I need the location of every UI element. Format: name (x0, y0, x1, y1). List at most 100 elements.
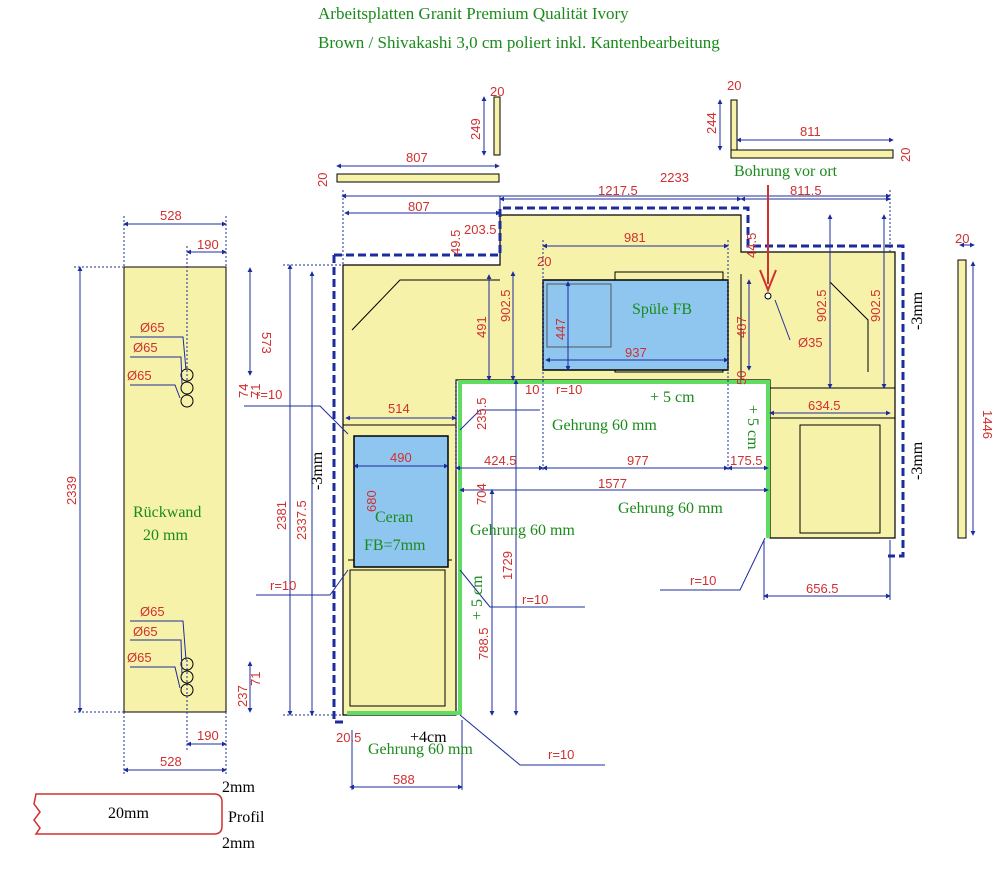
mitre-label-bottom: Gehrung 60 mm (368, 741, 473, 758)
strip-right-vertical (957, 259, 967, 539)
dim-text: r=10 (522, 592, 548, 607)
dim-text: 902.5 (814, 289, 829, 322)
dim-text: 20 (537, 254, 551, 269)
dim-text: Ø65 (133, 340, 158, 355)
strip-top-right (730, 149, 894, 159)
dim-text: 902.5 (868, 289, 883, 322)
dim-text: 74 (236, 384, 251, 398)
strip-vertical-small-right (730, 99, 738, 153)
drill-arrow-head (759, 269, 777, 293)
dim-text: 50 (734, 371, 749, 385)
dim-text: 514 (388, 401, 410, 416)
drawing-title-line-2: Brown / Shivakashi 3,0 cm poliert inkl. … (318, 33, 720, 52)
dim-text: 981 (624, 230, 646, 245)
dim-text: r=10 (548, 747, 574, 762)
profile-2mm-top: 2mm (222, 779, 255, 796)
dim-text: 704 (474, 483, 489, 505)
dim-text: 656.5 (806, 581, 839, 596)
extension-lines (74, 190, 891, 775)
profile-thickness: 20mm (108, 805, 149, 822)
profile-2mm-bottom: 2mm (222, 835, 255, 852)
leader-lines (130, 299, 791, 766)
drawing-title-line-1: Arbeitsplatten Granit Premium Qualität I… (318, 4, 629, 23)
dim-text: 71 (248, 384, 263, 398)
back-panel (123, 266, 227, 713)
dim-text: Ø65 (127, 650, 152, 665)
dim-text: 491 (474, 316, 489, 338)
plus4-label: +4cm (410, 729, 447, 746)
dimension-lines (77, 96, 976, 790)
dim-text: 1446 (980, 410, 995, 439)
dim-text: 20 (898, 148, 913, 162)
mitre-label-right: Gehrung 60 mm (618, 500, 723, 517)
dim-text: 1577 (598, 476, 627, 491)
dim-text: 20.5 (336, 730, 361, 745)
plus5-top-label: + 5 cm (650, 389, 695, 406)
back-panel-label: Rückwand (133, 504, 201, 521)
dim-text: 190 (197, 237, 219, 252)
dim-text: 977 (627, 453, 649, 468)
dim-text: 573 (259, 332, 274, 354)
dim-text: Ø65 (140, 604, 165, 619)
dim-text: 487 (734, 316, 749, 338)
dim-text: 807 (406, 150, 428, 165)
dim-text: 20 (315, 173, 330, 187)
cooktop-label: Ceran (375, 509, 413, 526)
dim-text: 528 (160, 754, 182, 769)
dim-text: 902.5 (498, 289, 513, 322)
dim-text: 20 (727, 78, 741, 93)
dim-text: 1217.5 (598, 183, 638, 198)
minus3-right-mid: -3mm (909, 441, 926, 480)
dim-text: 235.5 (474, 397, 489, 430)
dim-text: 2233 (660, 170, 689, 185)
profile-label: Profil (228, 809, 265, 826)
mitre-edges (347, 380, 770, 715)
plus5-vertical-label: + 5 cm (469, 575, 486, 620)
dim-text: 447 (553, 318, 568, 340)
dim-text: r=10 (690, 573, 716, 588)
dim-text: 424.5 (484, 453, 517, 468)
minus3-left: -3mm (309, 451, 326, 490)
dim-text: 20 (490, 84, 504, 99)
dim-text: Ø65 (140, 320, 165, 335)
dim-text: 237 (235, 685, 250, 707)
dim-text: 244 (704, 112, 719, 134)
plus5-right-label: + 5 cm (744, 405, 761, 450)
drill-hole (764, 292, 772, 300)
back-panel-thickness: 20 mm (143, 527, 188, 544)
dim-text: 49.5 (448, 230, 463, 255)
dim-text: Ø35 (798, 335, 823, 350)
mitre-label-mid: Gehrung 60 mm (470, 522, 575, 539)
drill-label: Bohrung vor ort (734, 163, 838, 180)
dim-text: 175.5 (730, 453, 763, 468)
sink-label: Spüle FB (632, 301, 692, 318)
dim-text: Ø65 (133, 624, 158, 639)
dim-text: 10 (525, 382, 539, 397)
dim-text: 2337.5 (294, 500, 309, 540)
dim-text: 811.5 (790, 183, 822, 198)
cooktop-cutout (353, 435, 449, 568)
dashed-outline (332, 206, 905, 724)
dim-text: 2339 (64, 476, 79, 505)
dim-text: 249 (468, 118, 483, 140)
mitre-label-top: Gehrung 60 mm (552, 417, 657, 434)
dim-text: 634.5 (808, 398, 841, 413)
dim-text: 937 (625, 345, 647, 360)
dim-text: r=10 (270, 578, 296, 593)
strip-vertical-small-left (493, 96, 501, 156)
dim-text: 807 (408, 199, 430, 214)
minus3-right-top: -3mm (909, 291, 926, 330)
dim-text: 44.5 (744, 233, 759, 258)
cooktop-fb-label: FB=7mm (364, 537, 426, 554)
dim-text: 811 (800, 124, 821, 139)
dimension-texts: 20 249 807 20 20 244 811 20 2233 1217.5 … (64, 78, 995, 787)
dim-text: 1729 (500, 551, 515, 580)
dim-text: 190 (197, 728, 219, 743)
sink-bowl-line (546, 283, 612, 348)
dim-text: r=10 (256, 387, 282, 402)
dim-text: r=10 (556, 382, 582, 397)
dim-text: 490 (390, 450, 412, 465)
dim-text: 2381 (274, 501, 289, 530)
dim-text: 788.5 (476, 627, 491, 660)
